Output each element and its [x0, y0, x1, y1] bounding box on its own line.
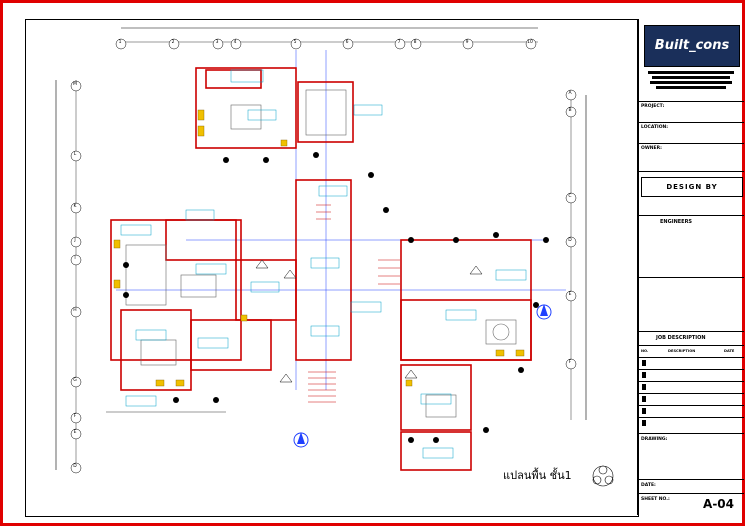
location-row: LOCATION: [638, 122, 744, 130]
grid-bubble-right: F [568, 360, 572, 365]
project-row: PROJECT: [638, 101, 744, 109]
grid-bubble-left: K [73, 204, 77, 209]
job-row [638, 369, 744, 380]
drawing-label: DRAWING: [641, 437, 668, 442]
grid-bubble-left: E [73, 430, 77, 435]
job-columns-row: NO. DESCRIPTION DATE [638, 345, 744, 353]
design-row [638, 171, 744, 172]
plan-title: แปลนพื้น ชั้น1 [503, 469, 572, 482]
job-row [638, 405, 744, 416]
owner-label: OWNER: [641, 146, 662, 151]
grid-bubble-left: J [74, 238, 76, 243]
grid-bubble-top: 10 [527, 40, 533, 45]
sheet-row: SHEET NO.: [638, 493, 744, 502]
grid-bubble-top: 9 [465, 40, 469, 45]
design-by-box: DESIGN BY [641, 177, 743, 197]
engineers-label: ENGINEERS [660, 219, 693, 225]
job-header-row: JOB DESCRIPTION [638, 331, 744, 341]
grid-bubble-right: C [568, 194, 572, 199]
job-col-no: NO. [641, 349, 649, 353]
grid-bubble-right: E [568, 292, 572, 297]
job-col-desc: DESCRIPTION [668, 349, 696, 353]
grid-bubble-top: 4 [233, 40, 237, 45]
grid-bubble-left: G [73, 378, 77, 383]
company-logo: Built_cons [644, 25, 740, 67]
job-row [638, 381, 744, 392]
grid-bubble-top: 5 [293, 40, 297, 45]
grid-bubble-top: 7 [397, 40, 401, 45]
job-col-date: DATE [724, 349, 735, 353]
owner-row: OWNER: [638, 143, 744, 151]
company-info [642, 69, 740, 91]
grid-bubble-left: F [73, 414, 77, 419]
job-description-label: JOB DESCRIPTION [656, 335, 706, 341]
date-label: DATE: [641, 483, 656, 488]
sheet-label: SHEET NO.: [641, 497, 670, 502]
grid-bubble-left: H [73, 308, 77, 313]
grid-bubble-right: B [568, 108, 572, 113]
job-row [638, 393, 744, 404]
grid-bubble-top: 1 [118, 40, 122, 45]
sheet-number: A-04 [703, 497, 734, 511]
grid-bubble-top: 6 [345, 40, 349, 45]
grid-bubble-left: L [73, 152, 77, 157]
grid-bubble-left: D [73, 464, 77, 469]
grid-bubble-left: M [73, 82, 77, 87]
location-label: LOCATION: [641, 125, 669, 130]
drawing-frame [25, 19, 639, 517]
grid-bubble-left: I [74, 256, 76, 261]
grid-bubble-right: D [568, 238, 572, 243]
grid-bubble-top: 8 [413, 40, 417, 45]
drawing-row: DRAWING: [638, 433, 744, 442]
floor-plan [55, 27, 614, 487]
drawer-row [638, 277, 744, 278]
grid-bubble-right: A [568, 91, 572, 96]
project-label: PROJECT: [641, 104, 665, 109]
job-row [638, 357, 744, 368]
date-row: DATE: [638, 479, 744, 488]
grid-bubble-top: 2 [171, 40, 175, 45]
grid-bubble-top: 3 [215, 40, 219, 45]
job-row [638, 417, 744, 428]
engineers-row: ENGINEERS [638, 215, 744, 225]
title-block: Built_cons PROJECT: LOCATION: OWNER: DES… [637, 19, 744, 515]
